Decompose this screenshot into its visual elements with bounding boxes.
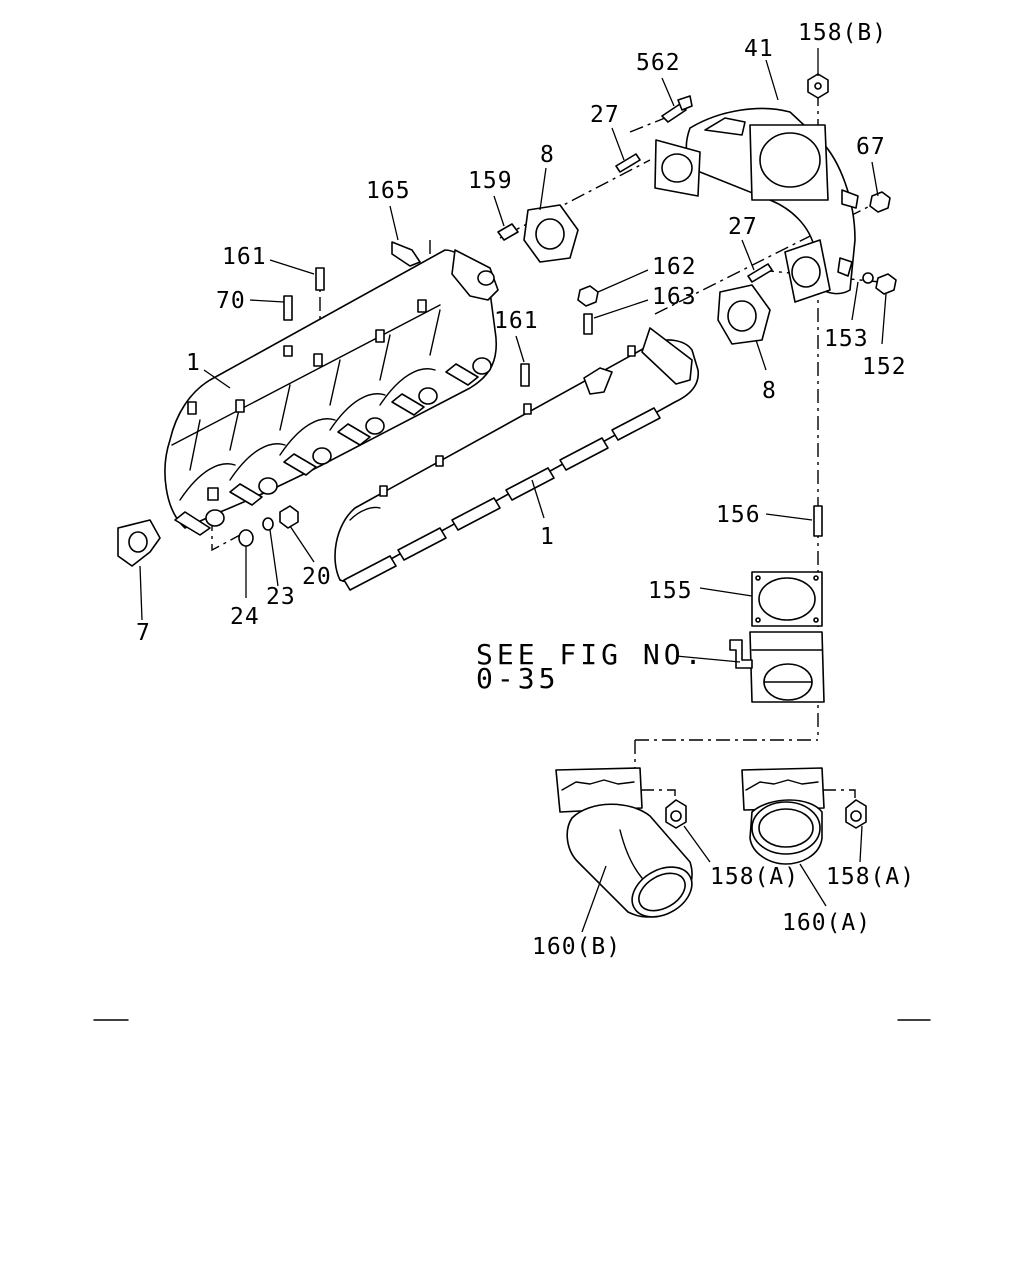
callout-20: 20 [302, 564, 332, 590]
callout-160b: 160(B) [532, 934, 621, 960]
fasteners [238, 73, 897, 829]
callout-161-mid: 161 [494, 308, 539, 334]
end-gasket [117, 519, 161, 567]
callout-155: 155 [648, 578, 693, 604]
callout-27-top: 27 [590, 102, 620, 128]
callout-165: 165 [366, 178, 411, 204]
lower-plenum [334, 327, 700, 591]
reference-line-2: 0-35 [476, 662, 559, 695]
upper-intake-manifold [164, 249, 499, 536]
callout-8-mid: 8 [762, 378, 777, 404]
callout-158a-mid: 158(A) [710, 864, 799, 890]
callout-161-left: 161 [222, 244, 267, 270]
callout-160a: 160(A) [782, 910, 871, 936]
leader-lines [139, 48, 887, 933]
callout-159: 159 [468, 168, 513, 194]
callout-23: 23 [266, 584, 296, 610]
gasket-lower [717, 284, 771, 345]
callout-70: 70 [216, 288, 246, 314]
callout-1-left: 1 [186, 350, 201, 376]
callout-41: 41 [744, 36, 774, 62]
callout-163: 163 [652, 284, 697, 310]
throttle-body [729, 631, 825, 703]
callout-158b-top: 158(B) [798, 20, 887, 46]
callout-158a-right: 158(A) [826, 864, 915, 890]
callout-8-top: 8 [540, 142, 555, 168]
callout-labels: 158(B) 41 562 27 8 67 159 165 161 70 1 2… [136, 20, 915, 960]
callout-162: 162 [652, 254, 697, 280]
callout-24: 24 [230, 604, 260, 630]
callout-1-mid: 1 [540, 524, 555, 550]
callout-156: 156 [716, 502, 761, 528]
callout-67: 67 [856, 134, 886, 160]
hose-b [555, 767, 693, 918]
cross-reference-note: SEE FIG NO. 0-35 [476, 638, 705, 695]
throttle-gasket [751, 571, 823, 627]
callout-7: 7 [136, 620, 151, 646]
reference-line-1: SEE FIG NO. [476, 638, 705, 671]
callout-153: 153 [824, 326, 869, 352]
callout-27-mid: 27 [728, 214, 758, 240]
callout-562: 562 [636, 50, 681, 76]
gasket-upper [523, 204, 579, 263]
callout-152: 152 [862, 354, 907, 380]
hose-a [741, 767, 825, 865]
intake-elbow-duct [654, 107, 859, 303]
